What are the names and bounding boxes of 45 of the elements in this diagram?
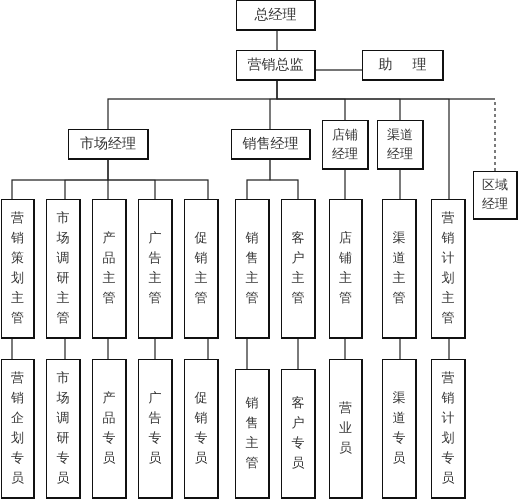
position-box: 产品专员: [92, 359, 127, 499]
position-box: 渠道主管: [382, 199, 417, 339]
connector-line: [276, 31, 278, 50]
position-box: 营销总监: [236, 50, 316, 81]
connector-line: [399, 339, 401, 359]
connector-line: [269, 160, 299, 199]
position-box: 广告专员: [138, 359, 173, 499]
connector-line: [64, 339, 66, 359]
position-box: 营销计划专员: [431, 359, 466, 499]
position-box: 营销计划主管: [431, 199, 466, 339]
position-box: 助 理: [362, 50, 444, 81]
connector-line: [154, 339, 156, 359]
position-box: 区域经理: [473, 171, 518, 220]
connector-line: [316, 69, 362, 71]
position-box: 渠道经理: [377, 120, 424, 170]
connector-line: [246, 339, 248, 369]
position-box: 营销策划主管: [1, 199, 35, 339]
position-box: 销售主管: [235, 369, 270, 499]
position-box: 客户专员: [281, 369, 316, 499]
connector-line: [399, 170, 401, 199]
connector-line: [297, 339, 299, 369]
position-box: 营业员: [329, 359, 363, 499]
position-box: 市场调研专员: [46, 359, 81, 499]
position-box: 店铺经理: [322, 120, 369, 170]
position-box: 销售主管: [235, 199, 270, 339]
position-box: 渠道专员: [382, 359, 417, 499]
connector-line: [276, 81, 496, 171]
connector-line: [448, 339, 450, 359]
position-box: 广告主管: [138, 199, 173, 339]
position-box: 促销专员: [184, 359, 219, 499]
position-box: 店铺主管: [329, 199, 363, 339]
position-box: 产品主管: [92, 199, 127, 339]
position-box: 市场调研主管: [46, 199, 81, 339]
connector-line: [207, 339, 209, 359]
position-box: 市场经理: [68, 129, 149, 160]
position-box: 销售经理: [231, 129, 311, 160]
connector-line: [344, 339, 346, 359]
connector-line: [107, 339, 109, 359]
position-box: 客户主管: [281, 199, 316, 339]
connector-line: [107, 160, 209, 199]
connector-line: [344, 170, 346, 199]
position-box: 营销企划专员: [1, 359, 35, 499]
connector-line: [11, 339, 13, 359]
position-box: 总经理: [236, 0, 316, 31]
position-box: 促销主管: [184, 199, 219, 339]
